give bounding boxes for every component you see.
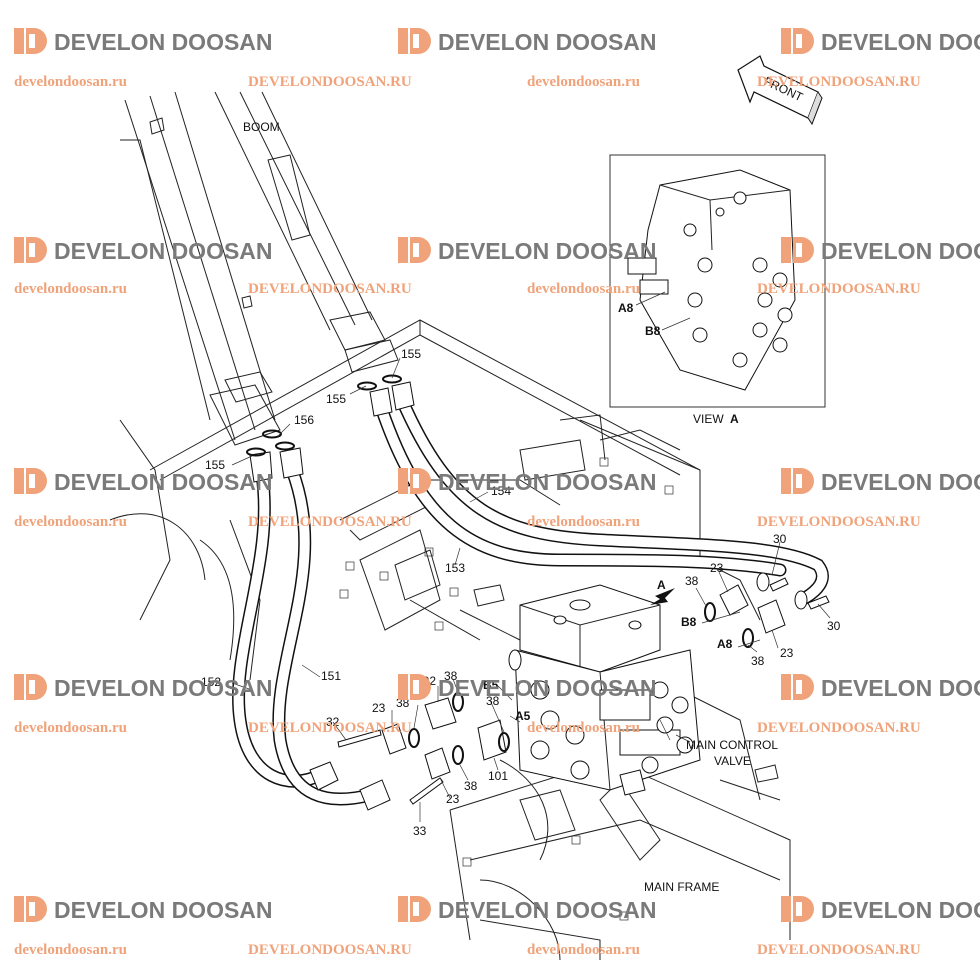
watermark-url: DEVELONDOOSAN.RU (757, 720, 921, 736)
view-caption-letter: A (730, 412, 739, 426)
watermark-brand: DEVELON DOOSAN (821, 238, 980, 264)
part-30-bottom: 30 (827, 619, 841, 633)
part-38-b5: 38 (486, 694, 500, 708)
watermark-url: DEVELONDOOSAN.RU (757, 281, 921, 297)
watermark-brand: DEVELON DOOSAN (821, 29, 980, 55)
watermark-url: develondoosan.ru (14, 942, 127, 958)
watermark-logo (398, 468, 431, 494)
view-caption-prefix: VIEW (693, 412, 724, 426)
watermark-logo (14, 237, 47, 263)
part-155-left: 155 (205, 458, 225, 472)
machine-structure (109, 91, 791, 961)
part-33: 33 (413, 824, 427, 838)
part-38-b8: 38 (685, 574, 699, 588)
watermark-brand: DEVELON DOOSAN (54, 238, 273, 264)
watermark-brand: DEVELON DOOSAN (54, 29, 273, 55)
watermark-url: DEVELONDOOSAN.RU (757, 74, 921, 90)
watermark-url: develondoosan.ru (14, 74, 127, 90)
part-38-bottom: 38 (464, 779, 478, 793)
port-b5-label: B5 (483, 678, 499, 692)
watermark-logo (398, 896, 431, 922)
part-152: 152 (201, 675, 221, 689)
boom-o-rings (246, 374, 402, 457)
watermark-url: DEVELONDOOSAN.RU (248, 74, 412, 90)
inset-port-a8: A8 (618, 301, 634, 315)
mcv-label-line2: VALVE (714, 754, 751, 768)
watermark-url: develondoosan.ru (527, 74, 640, 90)
part-38-102a: 38 (444, 669, 458, 683)
watermark-url: develondoosan.ru (14, 514, 127, 530)
inset-port-b8: B8 (645, 324, 661, 338)
part-23-top: 23 (710, 561, 724, 575)
port-b8-label: B8 (681, 615, 697, 629)
watermark-url: DEVELONDOOSAN.RU (248, 514, 412, 530)
watermark-brand: DEVELON DOOSAN (821, 469, 980, 495)
view-a-inset: A8 B8 (609, 154, 826, 408)
port-a8-label: A8 (717, 637, 733, 651)
part-101: 101 (488, 769, 508, 783)
part-23-left: 23 (372, 701, 386, 715)
part-155-top: 155 (401, 347, 421, 361)
watermark-brand: DEVELON DOOSAN (821, 675, 980, 701)
watermark-logo (781, 237, 814, 263)
watermark-url: develondoosan.ru (527, 942, 640, 958)
part-153: 153 (445, 561, 465, 575)
valve-fittings (337, 572, 830, 805)
front-direction-arrow: FRONT (737, 55, 823, 126)
watermark-url: develondoosan.ru (14, 281, 127, 297)
watermark-brand: DEVELON DOOSAN (54, 897, 273, 923)
main-control-valve (508, 584, 701, 796)
watermark-logo (14, 28, 47, 54)
mcv-label-line1: MAIN CONTROL (686, 738, 778, 752)
watermark-grid: DEVELON DOOSAN DEVELON DOOSAN DEVELON DO… (14, 28, 980, 958)
watermark-logo (781, 896, 814, 922)
watermark-url: develondoosan.ru (14, 720, 127, 736)
watermark-brand: DEVELON DOOSAN (54, 469, 273, 495)
part-155-mid: 155 (326, 392, 346, 406)
watermark-logo (781, 674, 814, 700)
watermark-url: DEVELONDOOSAN.RU (248, 281, 412, 297)
labels: BOOM MAIN CONTROL VALVE MAIN FRAME A B8 … (243, 120, 778, 894)
watermark-url: DEVELONDOOSAN.RU (248, 942, 412, 958)
watermark-url: DEVELONDOOSAN.RU (757, 514, 921, 530)
watermark-logo (398, 237, 431, 263)
watermark-brand: DEVELON DOOSAN (821, 897, 980, 923)
view-a-pointer-arrow (650, 588, 675, 605)
watermark-brand: DEVELON DOOSAN (438, 238, 657, 264)
port-a5-label: A5 (515, 709, 531, 723)
hose-assemblies (232, 381, 829, 811)
part-32: 32 (326, 715, 340, 729)
watermark-logo (14, 896, 47, 922)
part-30-top: 30 (773, 532, 787, 546)
watermark-logo (398, 674, 431, 700)
watermark-brand: DEVELON DOOSAN (438, 675, 657, 701)
leader-lines (231, 357, 831, 822)
watermark-url: develondoosan.ru (527, 514, 640, 530)
main-frame-label: MAIN FRAME (644, 880, 719, 894)
watermark-url: develondoosan.ru (527, 281, 640, 297)
watermark-logo (781, 468, 814, 494)
part-151: 151 (321, 669, 341, 683)
part-154: 154 (491, 484, 511, 498)
watermark-brand: DEVELON DOOSAN (438, 29, 657, 55)
boom-label: BOOM (243, 120, 280, 134)
part-23-right: 23 (780, 646, 794, 660)
watermark-logo (398, 28, 431, 54)
watermark-brand: DEVELON DOOSAN (438, 897, 657, 923)
watermark-brand: DEVELON DOOSAN (438, 469, 657, 495)
part-156: 156 (294, 413, 314, 427)
watermark-logo (14, 674, 47, 700)
watermark-url: develondoosan.ru (527, 720, 640, 736)
part-38-a8: 38 (751, 654, 765, 668)
watermark-url: DEVELONDOOSAN.RU (248, 720, 412, 736)
watermark-brand: DEVELON DOOSAN (54, 675, 273, 701)
watermark-url: DEVELONDOOSAN.RU (757, 942, 921, 958)
part-23-bottom: 23 (446, 792, 460, 806)
watermark-logo (781, 28, 814, 54)
view-pointer-label: A (657, 578, 666, 592)
watermark-logo (14, 468, 47, 494)
